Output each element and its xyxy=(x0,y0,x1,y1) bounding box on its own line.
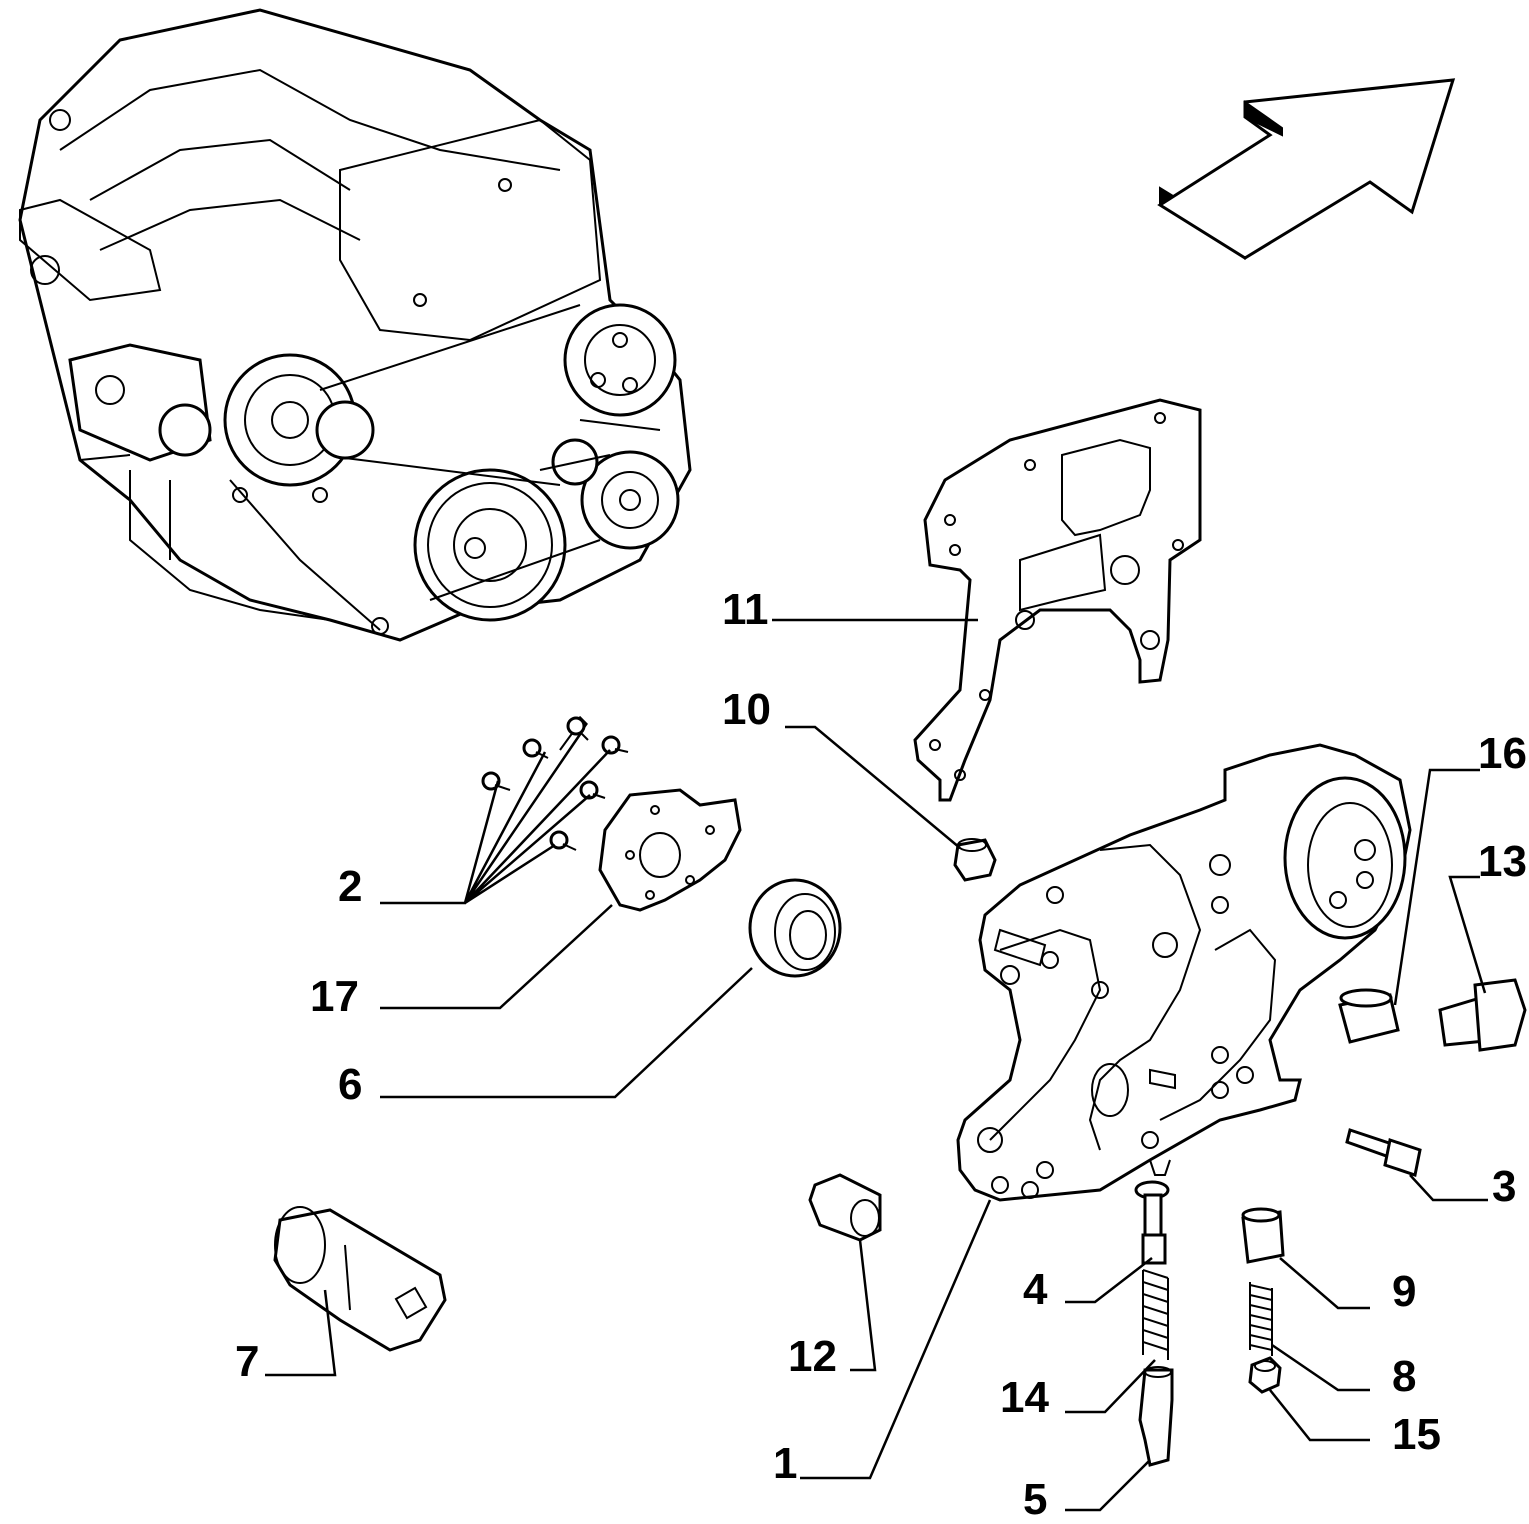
callout-label-15: 15 xyxy=(1392,1410,1441,1459)
part-9-cup xyxy=(1241,1207,1285,1264)
leader-lines xyxy=(265,618,1488,1512)
part-10-sleeve xyxy=(953,838,997,882)
part-11-gasket xyxy=(913,398,1202,802)
callout-label-11: 11 xyxy=(722,585,769,634)
orientation-arrow-icon xyxy=(1157,78,1456,260)
part-15-nut xyxy=(1248,1356,1282,1394)
callout-label-9: 9 xyxy=(1392,1267,1417,1316)
part-5-pin xyxy=(1138,1366,1174,1467)
callout-label-17: 17 xyxy=(310,972,359,1021)
part-8-spring xyxy=(1249,1282,1273,1356)
callout-label-1: 1 xyxy=(773,1439,798,1488)
callout-label-12: 12 xyxy=(788,1332,837,1381)
part-7-valve xyxy=(273,1206,447,1352)
part-2-screws xyxy=(481,716,629,851)
callout-label-3: 3 xyxy=(1492,1162,1517,1211)
part-1-oil-pump-housing xyxy=(956,743,1412,1202)
callout-label-4: 4 xyxy=(1023,1265,1048,1314)
part-3-bolt xyxy=(1345,1128,1422,1177)
callout-label-5: 5 xyxy=(1023,1475,1048,1524)
part-14-spring xyxy=(1142,1269,1169,1360)
callout-label-10: 10 xyxy=(722,685,771,734)
callout-label-16: 16 xyxy=(1478,729,1527,778)
part-13-plug xyxy=(1438,978,1527,1052)
callout-label-2: 2 xyxy=(338,862,363,911)
callout-label-13: 13 xyxy=(1478,837,1527,886)
part-4-piston xyxy=(1134,1180,1170,1265)
callout-label-8: 8 xyxy=(1392,1352,1417,1401)
callout-label-14: 14 xyxy=(1000,1373,1049,1422)
part-17-plate xyxy=(598,788,742,912)
callout-label-7: 7 xyxy=(235,1337,260,1386)
part-16-plug xyxy=(1338,988,1400,1044)
callout-label-6: 6 xyxy=(338,1060,363,1109)
part-12-bushing xyxy=(808,1173,882,1242)
engine-assembly-icon xyxy=(18,8,692,642)
part-6-rotor xyxy=(748,878,842,978)
